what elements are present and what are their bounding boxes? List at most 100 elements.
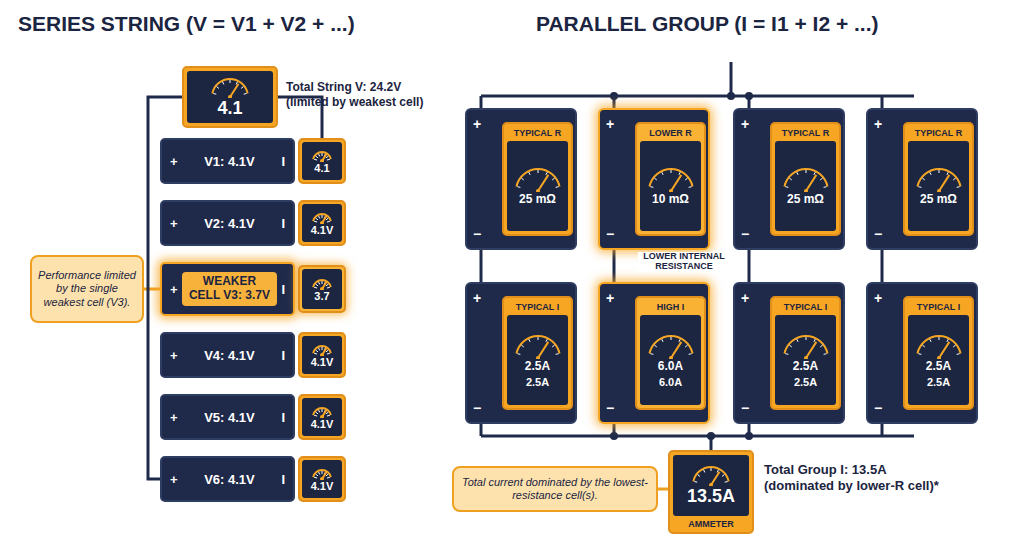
callout-leader <box>658 488 668 491</box>
note-label: Total Group I: 13.5A (dominated by lower… <box>764 462 940 495</box>
cell-label: WEAKER CELL V3: 3.7V <box>182 272 278 306</box>
cell-box: +−LOWER R10 mΩ <box>598 108 710 250</box>
meter-panel: 25 mΩ <box>775 141 836 231</box>
meter-value: 2.5A <box>526 376 549 388</box>
meter-panel: 4.1V <box>302 398 342 436</box>
cell-box: +−TYPICAL R25 mΩ <box>733 108 845 250</box>
meter-value: 6.0A <box>659 376 682 388</box>
meter-box: 4.1V <box>298 456 346 502</box>
meter-box: TYPICAL R25 mΩ <box>502 122 573 236</box>
gauge-dial <box>911 166 967 192</box>
terminal-plus: + <box>473 290 481 306</box>
gauge-dial <box>305 211 339 224</box>
cell-box: +V5: 4.1VI <box>160 394 295 440</box>
note-label: Total String V: 24.2V (limited by weakes… <box>286 80 446 110</box>
meter-panel: 4.1 <box>187 71 273 123</box>
meter-reading: 25 mΩ <box>787 192 824 206</box>
cell-label: V6: 4.1V <box>178 472 282 487</box>
meter-reading: 4.1 <box>314 162 329 174</box>
terminal-minus: − <box>606 400 614 416</box>
meter-panel: 25 mΩ <box>507 141 568 231</box>
callout-note: Performance limited by the single weakes… <box>38 269 136 309</box>
meter-box: 4.1 <box>182 66 278 128</box>
meter-title: HIGH I <box>640 301 701 315</box>
cell-box: + − TYPICAL I2.5A2.5A <box>733 282 845 424</box>
cell-box: +V1: 4.1VI <box>160 138 295 184</box>
terminal-plus: + <box>170 154 178 169</box>
meter-reading: 4.1V <box>311 480 334 492</box>
meter-title: TYPICAL I <box>507 301 568 315</box>
cell-box: +−TYPICAL I2.5A2.5A <box>866 282 978 424</box>
gauge-dial <box>510 166 566 192</box>
terminal-minus: − <box>874 226 882 242</box>
meter-title: TYPICAL R <box>507 127 568 141</box>
meter-reading: 4.1V <box>311 418 334 430</box>
meter-reading: 4.1 <box>217 98 242 119</box>
meter-reading: 10 mΩ <box>652 192 689 206</box>
meter-reading: 13.5A <box>687 486 735 507</box>
cell-label: V2: 4.1V <box>178 216 282 231</box>
cell-box: +WEAKER CELL V3: 3.7VI <box>160 262 295 316</box>
meter-title: LOWER R <box>640 127 701 141</box>
meter-box: 4.1V <box>298 200 346 246</box>
gauge-dial <box>305 277 339 290</box>
meter-box: HIGH I6.0A6.0A <box>635 296 706 410</box>
terminal-minus: I <box>281 216 285 231</box>
meter-reading: 3.7 <box>314 290 329 302</box>
section-title: PARALLEL GROUP (I = I1 + I2 + ...) <box>536 12 1016 36</box>
cell-box: + − TYPICAL I 2.5A 2.5A <box>465 282 577 424</box>
gauge-dial <box>305 405 339 418</box>
terminal-minus: − <box>874 400 882 416</box>
terminal-minus: − <box>473 400 481 416</box>
meter-panel: 10 mΩ <box>640 141 701 231</box>
cell-box: +V6: 4.1VI <box>160 456 295 502</box>
callout-box: Performance limited by the single weakes… <box>30 255 144 323</box>
meter-box: TYPICAL I2.5A2.5A <box>903 296 974 410</box>
cell-box: +V2: 4.1VI <box>160 200 295 246</box>
terminal-plus: + <box>170 472 178 487</box>
gauge-dial <box>778 166 834 192</box>
terminal-plus: + <box>606 116 614 132</box>
terminal-plus: + <box>473 116 481 132</box>
gauge-dial <box>683 464 739 486</box>
terminal-minus: − <box>741 400 749 416</box>
meter-panel: 2.5A2.5A <box>908 315 969 405</box>
terminal-plus: + <box>170 216 178 231</box>
meter-box: 4.1V <box>298 394 346 440</box>
meter-box: TYPICAL I2.5A2.5A <box>770 296 841 410</box>
terminal-plus: + <box>170 348 178 363</box>
meter-title: AMMETER <box>673 516 749 529</box>
meter-title: TYPICAL R <box>908 127 969 141</box>
meter-panel: 6.0A6.0A <box>640 315 701 405</box>
terminal-minus: − <box>473 226 481 242</box>
cell-label: V1: 4.1V <box>178 154 282 169</box>
terminal-minus: − <box>741 226 749 242</box>
meter-box: TYPICAL R 25 mΩ <box>770 122 841 236</box>
terminal-plus: + <box>874 116 882 132</box>
gauge-dial <box>305 149 339 162</box>
meter-title: TYPICAL I <box>908 301 969 315</box>
meter-panel: 2.5A 2.5A <box>507 315 568 405</box>
meter-panel: 4.1V <box>302 204 342 242</box>
meter-box: LOWER R 10 mΩ <box>635 122 706 236</box>
terminal-plus: + <box>741 290 749 306</box>
cell-box: + − HIGH I6.0A6.0A <box>598 282 710 424</box>
meter-title: TYPICAL R <box>775 127 836 141</box>
cell-box: +−TYPICAL R25 mΩ <box>866 108 978 250</box>
terminal-plus: + <box>606 290 614 306</box>
callout-leader <box>144 288 160 291</box>
gauge-dial <box>643 166 699 192</box>
gauge-dial <box>643 333 699 359</box>
meter-panel: 3.7 <box>302 269 342 309</box>
meter-reading: 4.1V <box>311 224 334 236</box>
meter-value: 2.5A <box>927 376 950 388</box>
terminal-minus: I <box>281 472 285 487</box>
meter-reading: 2.5A <box>793 359 818 373</box>
meter-reading: 2.5A <box>525 359 550 373</box>
note-label: LOWER INTERNAL RESISTANCE <box>638 252 730 272</box>
cell-label: V4: 4.1V <box>178 348 282 363</box>
gauge-dial <box>510 333 566 359</box>
terminal-plus: + <box>170 282 178 297</box>
gauge-dial <box>911 333 967 359</box>
